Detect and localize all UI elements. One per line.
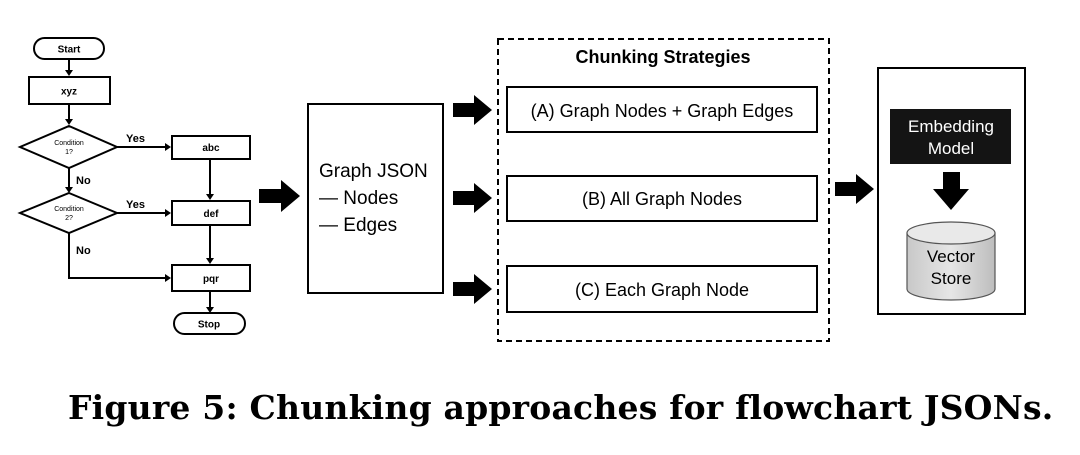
graph-json-box bbox=[307, 103, 444, 294]
condition1-label-line1: Condition bbox=[54, 140, 84, 147]
yes2-label: Yes bbox=[126, 199, 145, 211]
stop-terminal bbox=[173, 312, 246, 335]
connector-arrows bbox=[259, 95, 874, 304]
strategy-a-label: (A) Graph Nodes + Graph Edges bbox=[531, 101, 794, 121]
xyz-process bbox=[28, 76, 111, 105]
strategy-b-box bbox=[506, 175, 818, 222]
arrow-to-graph-json bbox=[259, 180, 300, 212]
strategy-a-box bbox=[506, 86, 818, 133]
start-label: Start bbox=[58, 45, 81, 56]
condition1-decision bbox=[17, 124, 120, 170]
pqr-process bbox=[171, 264, 251, 292]
xyz-label: xyz bbox=[61, 87, 77, 98]
yes1-label: Yes bbox=[126, 133, 145, 145]
vector-store-cylinder bbox=[906, 221, 996, 301]
condition2-label-line1: Condition bbox=[54, 206, 84, 213]
arrow-to-vector-store bbox=[933, 172, 969, 210]
flowchart bbox=[17, 37, 251, 335]
condition1-label-line2: 1? bbox=[65, 149, 73, 156]
figure-caption: Figure 5: Chunking approaches for flowch… bbox=[68, 388, 1054, 427]
no1-label: No bbox=[76, 175, 91, 187]
arrow-to-strategy-c bbox=[453, 274, 492, 304]
arrow-to-strategy-b bbox=[453, 183, 492, 213]
chunking-strategies-title: Chunking Strategies bbox=[575, 47, 750, 67]
pqr-label: pqr bbox=[203, 274, 219, 285]
graph-json-title: Graph JSON bbox=[319, 161, 428, 182]
chunking-strategies-container bbox=[497, 38, 830, 342]
abc-label: abc bbox=[202, 143, 220, 154]
vector-store-line1: Vector bbox=[927, 247, 976, 266]
embedding-model-line2: Model bbox=[928, 139, 974, 158]
strategy-b-label: (B) All Graph Nodes bbox=[582, 189, 742, 209]
vector-store-line2: Store bbox=[931, 269, 972, 288]
arrow-to-strategy-a bbox=[453, 95, 492, 125]
def-label: def bbox=[204, 209, 220, 220]
stop-label: Stop bbox=[198, 320, 220, 331]
embedding-model-line1: Embedding bbox=[908, 117, 994, 136]
graph-json-nodes: — Nodes bbox=[319, 188, 398, 209]
embedding-model-box bbox=[890, 109, 1011, 164]
strategy-c-box bbox=[506, 265, 818, 313]
no2-label: No bbox=[76, 245, 91, 257]
diagram-canvas: Start xyz abc def pqr Stop Condition 1? … bbox=[17, 37, 1026, 342]
graph-json-edges: — Edges bbox=[319, 215, 397, 236]
condition2-label-line2: 2? bbox=[65, 215, 73, 222]
condition2-decision bbox=[17, 191, 120, 235]
arrow-to-store bbox=[835, 174, 874, 204]
strategy-c-label: (C) Each Graph Node bbox=[575, 280, 749, 300]
